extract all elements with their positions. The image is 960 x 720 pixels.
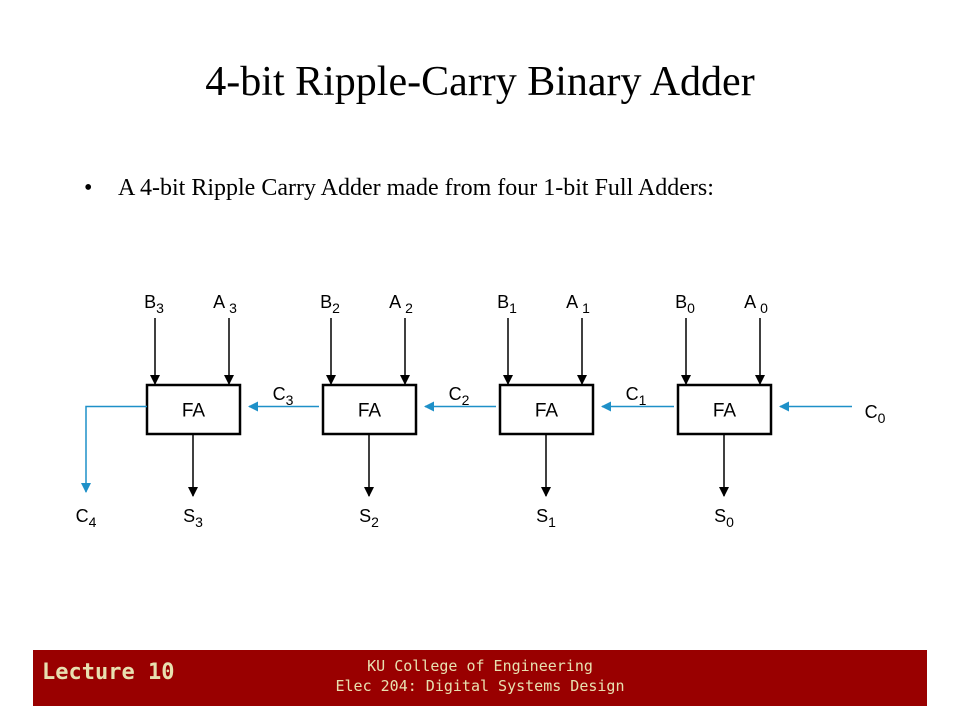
full-adder-label: FA [182, 401, 206, 422]
carry-label: C0 [865, 402, 886, 426]
carry-label: C1 [626, 384, 647, 408]
full-adder-stage: B2 A 2 FA S2 [320, 292, 418, 530]
footer-course-info: KU College of Engineering Elec 204: Digi… [33, 656, 927, 696]
sum-output-label: S1 [536, 506, 556, 530]
full-adder-stage: B0 A 0 FA S0 [675, 292, 773, 530]
carry-label: C3 [273, 384, 294, 408]
input-a-label: A 3 [213, 292, 237, 316]
footer-college: KU College of Engineering [367, 657, 593, 675]
input-a-label: A 1 [566, 292, 590, 316]
sum-output-label: S2 [359, 506, 379, 530]
full-adder-stage: B3 A 3 FA S3 [144, 292, 242, 530]
footer-bar: Lecture 10 KU College of Engineering Ele… [33, 650, 927, 706]
input-a-label: A 2 [389, 292, 413, 316]
slide-title: 4-bit Ripple-Carry Binary Adder [205, 59, 755, 105]
carry-out-path [81, 405, 147, 493]
full-adder-stage: B1 A 1 FA S1 [497, 292, 595, 530]
carry-label: C4 [76, 506, 97, 530]
input-b-label: B3 [144, 292, 164, 316]
full-adder-block [498, 383, 595, 436]
full-adder-block [676, 383, 773, 436]
input-b-label: B1 [497, 292, 517, 316]
bullet-text: A 4-bit Ripple Carry Adder made from fou… [118, 175, 714, 201]
full-adder-label: FA [358, 401, 382, 422]
full-adder-label: FA [535, 401, 559, 422]
full-adder-label: FA [713, 401, 737, 422]
input-b-label: B2 [320, 292, 340, 316]
sum-output-label: S3 [183, 506, 203, 530]
footer-course: Elec 204: Digital Systems Design [335, 677, 625, 695]
sum-output-label: S0 [714, 506, 734, 530]
lecture-label: Lecture 10 [42, 660, 175, 685]
input-a-label: A 0 [744, 292, 768, 316]
input-b-label: B0 [675, 292, 695, 316]
carry-label: C2 [449, 384, 470, 408]
bullet-symbol: • [84, 175, 93, 201]
full-adder-block [321, 383, 418, 436]
